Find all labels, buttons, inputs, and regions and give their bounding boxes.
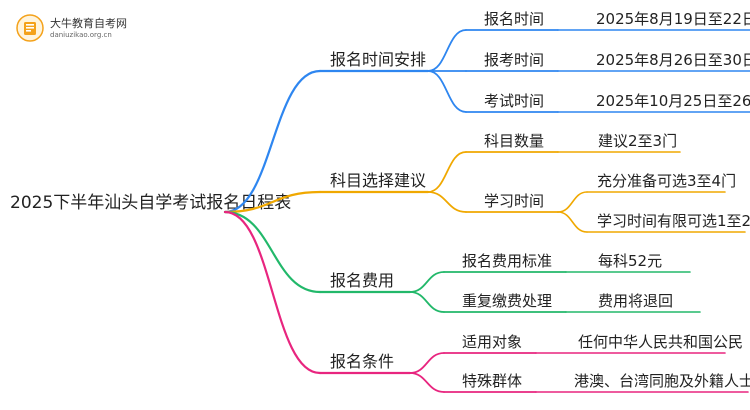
connector-leaf-1-1-1 xyxy=(557,211,588,233)
connector-branch-0-0 xyxy=(427,29,467,72)
branch-topic: 报名费用 xyxy=(330,271,394,290)
branch-topic: 报名时间安排 xyxy=(330,50,426,69)
child-topic: 报考时间 xyxy=(484,51,544,69)
brand-text: 大牛教育自考网 daniuzikao.org.cn xyxy=(50,17,127,40)
connector-branch-0-2 xyxy=(427,70,467,113)
child-topic: 重复缴费处理 xyxy=(462,292,552,310)
connector-root-1 xyxy=(223,190,322,214)
leaf-topic: 每科52元 xyxy=(598,252,662,270)
brand-url: daniuzikao.org.cn xyxy=(50,30,112,39)
leaf-topic: 任何中华人民共和国公民 xyxy=(578,333,743,351)
connector-branch-1-0 xyxy=(427,151,467,193)
connector-branch-3-0 xyxy=(409,352,445,374)
leaf-topic: 建议2至3门 xyxy=(598,132,677,150)
leaf-topic: 学习时间有限可选1至2门 xyxy=(597,212,750,230)
leaf-topic: 2025年8月26日至30日 xyxy=(596,51,750,69)
connector-root-3 xyxy=(223,210,322,375)
connector-branch-2-0 xyxy=(409,271,445,293)
child-topic: 考试时间 xyxy=(484,92,544,110)
branch-topic: 报名条件 xyxy=(330,352,394,371)
child-topic: 科目数量 xyxy=(484,132,544,150)
child-topic: 特殊群体 xyxy=(462,372,522,390)
book-icon xyxy=(16,14,44,42)
leaf-topic: 充分准备可选3至4门 xyxy=(597,172,736,190)
connector-branch-1-1 xyxy=(427,191,467,213)
connector-root-2 xyxy=(223,210,322,294)
child-topic: 报名时间 xyxy=(484,10,544,28)
root-topic: 2025下半年汕头自学考试报名日程表 xyxy=(10,193,291,213)
connector-leaf-1-1-0 xyxy=(557,191,588,213)
branch-topic: 科目选择建议 xyxy=(330,171,426,190)
child-topic: 学习时间 xyxy=(484,192,544,210)
brand-name: 大牛教育自考网 xyxy=(50,16,127,30)
connector-branch-2-1 xyxy=(409,291,445,313)
connector-branch-3-1 xyxy=(409,372,445,393)
leaf-topic: 2025年8月19日至22日 xyxy=(596,10,750,28)
leaf-topic: 2025年10月25日至26日 xyxy=(596,92,750,110)
leaf-topic: 港澳、台湾同胞及外籍人士 xyxy=(574,372,750,390)
brand-logo[interactable]: 大牛教育自考网 daniuzikao.org.cn xyxy=(16,14,127,42)
child-topic: 适用对象 xyxy=(462,333,522,351)
child-topic: 报名费用标准 xyxy=(462,252,552,270)
leaf-topic: 费用将退回 xyxy=(598,292,673,310)
connector-root-0 xyxy=(223,69,322,214)
